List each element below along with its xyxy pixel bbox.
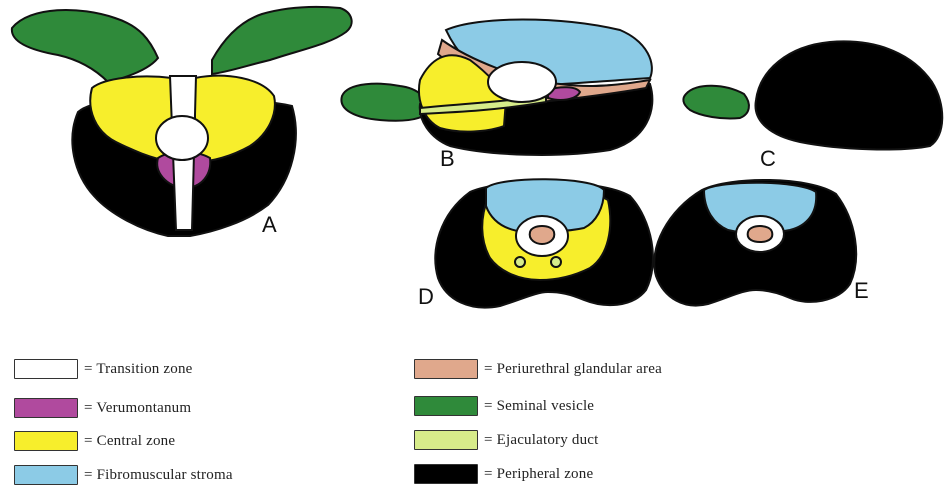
swatch-transition-zone xyxy=(14,359,78,379)
panel-label-c: C xyxy=(760,146,776,172)
swatch-seminal-vesicle xyxy=(414,396,478,416)
legend-label-transition-zone: = Transition zone xyxy=(84,361,193,378)
legend-label-ejaculatory-duct: = Ejaculatory duct xyxy=(484,432,599,449)
prostate-zones-diagram xyxy=(0,0,946,330)
swatch-central-zone xyxy=(14,431,78,451)
seminal-vesicle-b xyxy=(341,84,430,121)
panel-e-drawing xyxy=(654,180,856,306)
legend-label-seminal-vesicle: = Seminal vesicle xyxy=(484,398,594,415)
swatch-verumontanum xyxy=(14,398,78,418)
legend-label-central-zone: = Central zone xyxy=(84,433,175,450)
seminal-vesicle-left xyxy=(12,10,158,82)
panel-b-drawing xyxy=(341,20,652,155)
panel-label-d: D xyxy=(418,284,434,310)
panel-d-drawing xyxy=(435,179,653,307)
legend-label-verumontanum: = Verumontanum xyxy=(84,400,191,417)
panel-label-a: A xyxy=(262,212,277,238)
legend-item-periurethral-glandular-area: = Periurethral glandular area xyxy=(414,356,662,382)
seminal-vesicle-right xyxy=(212,7,352,74)
periurethral-glandular-area-d xyxy=(530,226,555,244)
panel-label-b: B xyxy=(440,146,455,172)
swatch-ejaculatory-duct xyxy=(414,430,478,450)
swatch-fibromuscular-stroma xyxy=(14,465,78,485)
legend-item-transition-zone: = Transition zone xyxy=(14,356,193,382)
ejaculatory-duct-d-right xyxy=(551,257,561,267)
legend-item-central-zone: = Central zone xyxy=(14,428,175,454)
seminal-vesicle-c xyxy=(683,86,749,119)
panel-a-drawing xyxy=(12,7,352,236)
panel-label-e: E xyxy=(854,278,869,304)
ejaculatory-duct-d-left xyxy=(515,257,525,267)
legend-item-fibromuscular-stroma: = Fibromuscular stroma xyxy=(14,462,233,488)
legend-item-peripheral-zone: = Peripheral zone xyxy=(414,461,593,487)
legend-label-periurethral-glandular-area: = Periurethral glandular area xyxy=(484,361,662,378)
transition-zone-a xyxy=(156,116,208,160)
legend-item-ejaculatory-duct: = Ejaculatory duct xyxy=(414,427,599,453)
legend-label-peripheral-zone: = Peripheral zone xyxy=(484,466,593,483)
legend-label-fibromuscular-stroma: = Fibromuscular stroma xyxy=(84,467,233,484)
legend-item-verumontanum: = Verumontanum xyxy=(14,395,191,421)
legend-item-seminal-vesicle: = Seminal vesicle xyxy=(414,393,594,419)
transition-zone-b xyxy=(488,62,556,102)
periurethral-glandular-area-e xyxy=(748,226,773,242)
peripheral-zone-c xyxy=(755,41,942,149)
swatch-periurethral-glandular-area xyxy=(414,359,478,379)
panel-c-drawing xyxy=(683,41,942,149)
swatch-peripheral-zone xyxy=(414,464,478,484)
